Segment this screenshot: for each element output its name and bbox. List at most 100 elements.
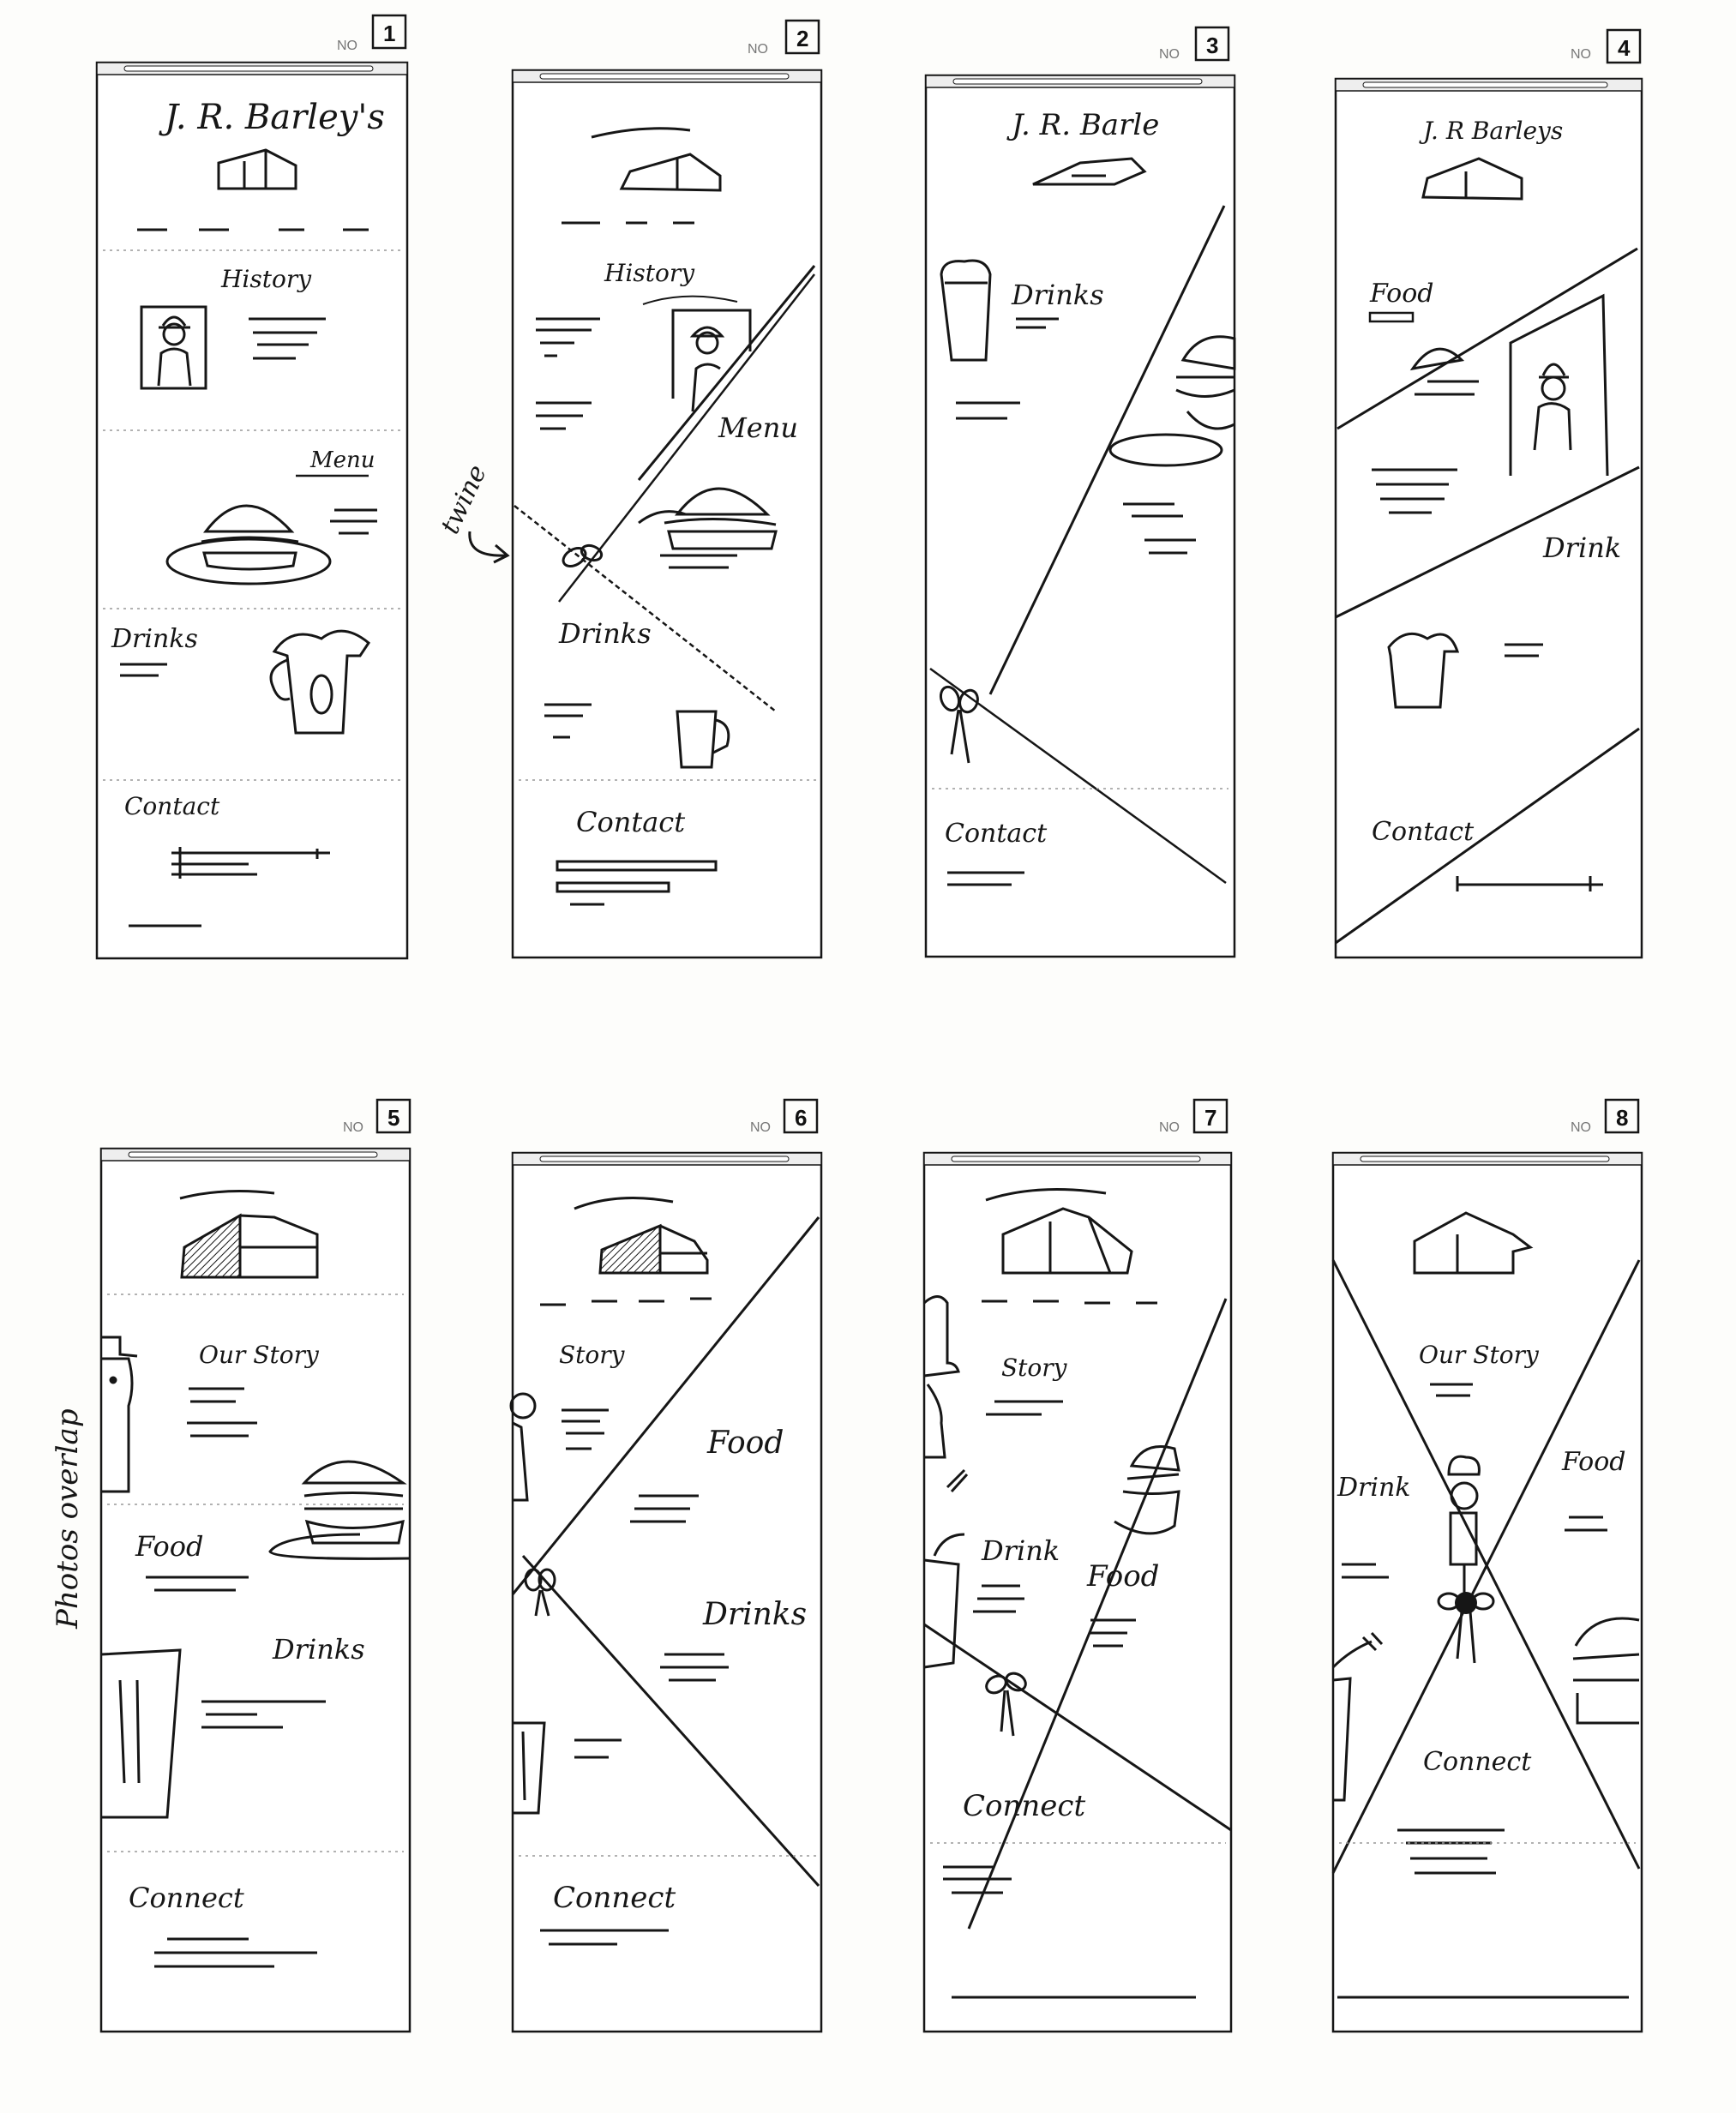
portrait-photo [671, 309, 752, 412]
section-drinks: Drinks [111, 624, 198, 654]
frame-number: 7 [1204, 1105, 1216, 1131]
section-history: History [220, 265, 312, 293]
frame-number-box [1606, 28, 1642, 64]
frame-number-box [783, 1098, 819, 1134]
section-our-story: Our Story [1419, 1341, 1540, 1369]
frame-3: NO 3 J. R. Barle Drinks [924, 26, 1236, 958]
twine-arrow [468, 531, 507, 557]
browser-frame [99, 1147, 411, 2033]
section-menu: Menu [309, 447, 375, 473]
frame-number-box [1194, 26, 1230, 62]
brand-title: J. R. Barley's [159, 98, 385, 137]
burger-image [1114, 1445, 1180, 1535]
frame-no-label: NO [750, 1120, 771, 1135]
drink-image [1331, 1631, 1384, 1802]
frame-1: NO 1 J. R. Barley's History Menu [95, 14, 409, 960]
section-contact: Contact [945, 819, 1048, 849]
beer-glass-image [1387, 632, 1460, 709]
section-connect: Connect [1423, 1747, 1532, 1777]
person-photo [923, 1295, 960, 1459]
barn-logo [1421, 157, 1523, 201]
twine-knot [1437, 1592, 1495, 1664]
frame-number-box [375, 1098, 411, 1134]
burger-image [1409, 347, 1465, 371]
section-connect: Connect [963, 1789, 1085, 1823]
frame-number: 1 [383, 21, 395, 46]
diagonal-divider [967, 1298, 1228, 1930]
frame-2: NO 2 History Menu [511, 19, 823, 959]
section-our-story: Our Story [199, 1341, 320, 1369]
section-food: Food [135, 1530, 203, 1563]
twine-bow [524, 1568, 556, 1617]
person-photo [101, 1336, 138, 1493]
barn-logo [1001, 1207, 1133, 1275]
barn-logo [1032, 157, 1147, 186]
brand-title: J. R Barleys [1419, 117, 1563, 145]
frame-4: NO 4 J. R Barleys Food Drink [1334, 28, 1643, 959]
browser-frame [511, 1151, 823, 2033]
frame-no-label: NO [748, 42, 768, 57]
portrait-photo [1509, 293, 1609, 477]
beer-glass-image [940, 259, 992, 362]
twine-line [514, 505, 777, 712]
twine-bow [985, 1672, 1027, 1737]
frame-number: 2 [796, 26, 808, 51]
drink-image [923, 1468, 969, 1669]
burger-image [638, 487, 778, 550]
section-drink: Drink [1337, 1473, 1411, 1503]
browser-frame [511, 69, 823, 959]
frame-number-box [1192, 1098, 1228, 1134]
section-story: Story [1001, 1354, 1068, 1382]
section-connect: Connect [129, 1882, 244, 1914]
browser-frame [922, 1151, 1233, 2033]
section-history: History [604, 259, 695, 287]
beer-mug-image [269, 629, 370, 735]
twine-bow [562, 543, 604, 567]
twine-bow [939, 685, 979, 764]
twine-line [521, 1554, 820, 1888]
twine-note: twine [436, 460, 493, 538]
frame-no-label: NO [1159, 1120, 1180, 1135]
frame-no-label: NO [343, 1120, 363, 1135]
twine-line [929, 667, 1227, 885]
frame-no-label: NO [1159, 47, 1180, 62]
x-divider-b [1331, 1259, 1641, 1874]
browser-frame [1334, 77, 1643, 959]
section-contact: Contact [576, 806, 685, 838]
section-drinks: Drinks [702, 1597, 807, 1632]
diagonal-divider [988, 205, 1226, 695]
barn-logo [1413, 1211, 1534, 1275]
browser-frame [1331, 1151, 1643, 2033]
section-drinks: Drinks [272, 1633, 365, 1666]
section-contact: Contact [124, 792, 220, 820]
frame-number: 8 [1616, 1105, 1628, 1131]
barn-logo [619, 153, 722, 192]
frame-number: 5 [387, 1105, 399, 1131]
frame-number: 4 [1618, 35, 1631, 61]
frame-number-box [784, 19, 820, 55]
person-figure [1447, 1455, 1481, 1594]
section-food: Food [1086, 1559, 1159, 1594]
burger-image [1572, 1617, 1640, 1725]
frame-no-label: NO [337, 39, 357, 53]
barn-logo [598, 1223, 709, 1275]
frame-7: NO 7 Story Drink [922, 1098, 1233, 2033]
photos-overlap-note: Photos overlap [51, 1408, 85, 1630]
section-menu: Menu [718, 411, 798, 444]
section-contact: Contact [1372, 817, 1475, 847]
beer-glass-image [100, 1648, 182, 1819]
section-drinks: Drinks [1011, 279, 1104, 311]
frame-5: NO 5 Our Story Food Drinks [99, 1098, 411, 2033]
frame-number: 6 [795, 1105, 807, 1131]
beer-glass-image [513, 1721, 546, 1815]
twine-line [923, 1623, 1232, 1832]
section-food: Food [1369, 279, 1434, 309]
beer-mug-image [676, 710, 730, 769]
burger-image [165, 504, 332, 585]
burger-image [268, 1460, 411, 1560]
section-food: Food [706, 1426, 784, 1461]
brand-title: J. R. Barle [1006, 108, 1159, 142]
section-drinks: Drinks [558, 617, 652, 650]
barn-logo [217, 148, 297, 190]
